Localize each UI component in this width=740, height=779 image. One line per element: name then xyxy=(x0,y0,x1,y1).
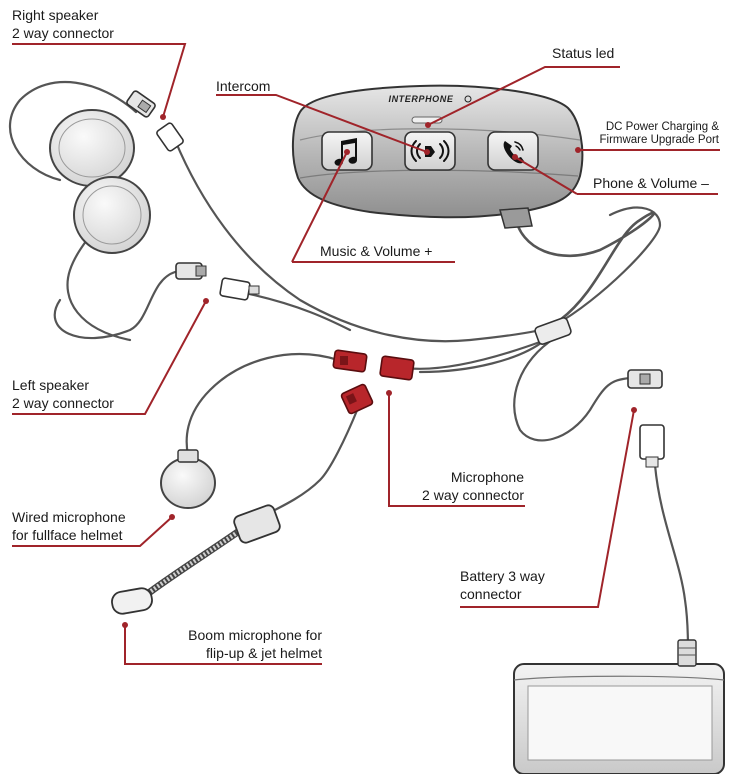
main-harness-b xyxy=(243,291,352,332)
label-dc-power: DC Power Charging & Firmware Upgrade Por… xyxy=(585,121,719,147)
boom-cable xyxy=(263,406,360,517)
battery-branch xyxy=(513,336,632,442)
label-boom-mic-line1: Boom microphone for xyxy=(188,627,322,643)
left-speaker-lead xyxy=(53,270,177,340)
wired-mic-cable xyxy=(185,353,340,457)
label-battery: Battery 3 way connector xyxy=(460,567,545,603)
label-dc-power-line1: DC Power Charging & xyxy=(605,121,719,133)
label-phone-volume: Phone & Volume – xyxy=(593,175,709,191)
cables xyxy=(8,80,690,652)
callout-boom-mic xyxy=(124,625,322,665)
wired-microphone xyxy=(160,449,216,509)
label-wired-mic: Wired microphone for fullface helmet xyxy=(12,508,126,544)
battery-pack xyxy=(513,639,725,775)
left-speaker-connector-female xyxy=(219,277,260,301)
label-boom-mic-line2: flip-up & jet helmet xyxy=(206,645,322,661)
brand-logo: INTERPHONE xyxy=(388,94,453,104)
label-microphone-line1: Microphone xyxy=(450,469,524,485)
phone-button[interactable] xyxy=(487,131,539,171)
battery-cable xyxy=(653,463,690,652)
label-left-speaker: Left speaker 2 way connector xyxy=(12,376,114,412)
boom-microphone xyxy=(111,504,281,615)
label-right-speaker: Right speaker 2 way connector xyxy=(12,6,114,42)
callout-battery xyxy=(460,409,635,608)
callout-dots xyxy=(122,114,637,628)
right-speaker-connector-male xyxy=(126,90,156,118)
callout-left-speaker xyxy=(12,300,207,415)
cable-junction xyxy=(534,317,572,345)
label-wired-mic-line2: for fullface helmet xyxy=(12,527,123,543)
right-speaker-connector-female xyxy=(156,122,184,152)
callout-intercom xyxy=(216,94,428,153)
label-right-speaker-line2: 2 way connector xyxy=(12,25,114,41)
label-battery-line1: Battery 3 way xyxy=(460,568,545,584)
label-wired-mic-line1: Wired microphone xyxy=(12,509,126,525)
right-speaker xyxy=(49,109,135,187)
callout-status-led xyxy=(427,66,620,126)
label-boom-mic: Boom microphone for flip-up & jet helmet xyxy=(170,626,322,662)
label-microphone: Microphone 2 way connector xyxy=(400,468,524,504)
device-cable xyxy=(513,211,656,322)
left-speaker-connector-male xyxy=(175,262,207,280)
label-battery-line2: connector xyxy=(460,586,522,602)
callout-lines xyxy=(12,43,720,665)
mic-connector-female xyxy=(379,355,415,381)
callout-phone xyxy=(514,156,718,195)
label-status-led: Status led xyxy=(552,45,615,61)
right-speaker-cable xyxy=(8,80,138,182)
callout-wired-mic xyxy=(12,516,173,547)
left-speaker xyxy=(73,176,151,254)
main-harness-a xyxy=(173,138,562,343)
phone-icon xyxy=(503,141,524,164)
mic-branch-2 xyxy=(403,340,542,370)
battery-connector-female xyxy=(639,424,665,468)
label-microphone-line2: 2 way connector xyxy=(422,487,524,503)
intercom-button[interactable] xyxy=(404,131,456,171)
battery-connector-male xyxy=(627,369,663,389)
callout-right-speaker xyxy=(12,43,187,118)
callout-music xyxy=(291,151,455,263)
callout-microphone xyxy=(388,393,525,507)
device-cable-2 xyxy=(553,206,662,327)
mic-branch xyxy=(418,338,547,374)
label-music-volume: Music & Volume + xyxy=(320,243,433,259)
music-note-icon xyxy=(334,138,357,166)
label-dc-power-line2: Firmware Upgrade Port xyxy=(599,134,719,146)
label-right-speaker-line1: Right speaker xyxy=(12,7,99,23)
mic-connector-male xyxy=(332,349,368,373)
label-left-speaker-line1: Left speaker xyxy=(12,377,90,393)
label-intercom: Intercom xyxy=(216,78,271,94)
boom-connector xyxy=(340,383,374,415)
intercom-device: INTERPHONE xyxy=(291,84,584,229)
label-left-speaker-line2: 2 way connector xyxy=(12,395,114,411)
